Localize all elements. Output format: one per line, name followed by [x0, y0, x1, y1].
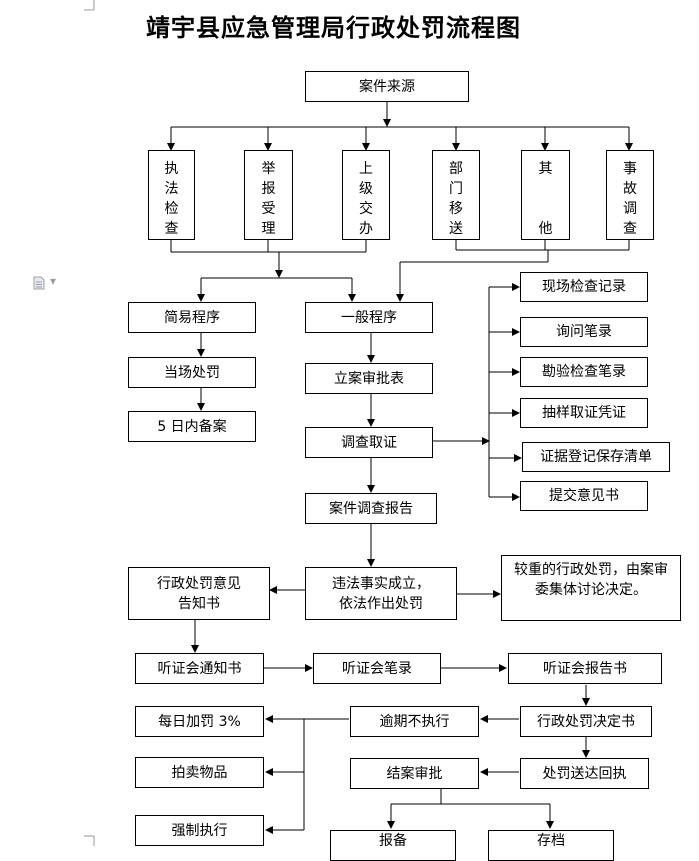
- node-delivery-receipt: 处罚送达回执: [520, 758, 649, 789]
- node-evidence-registry: 证据登记保存清单: [522, 442, 670, 472]
- node-evidence-opinion: 提交意见书: [520, 481, 648, 511]
- node-general-procedure: 一般程序: [305, 302, 433, 333]
- node-serious-penalty: 较重的行政处罚，由案审 委集体讨论决定。: [501, 555, 681, 621]
- node-source-superior: 上级交办: [342, 150, 390, 240]
- node-hearing-report: 听证会报告书: [508, 653, 662, 684]
- node-case-approval: 立案审批表: [305, 363, 433, 394]
- node-source-law-enforcement: 执法检查: [148, 150, 195, 240]
- node-source-accident: 事故调查: [606, 150, 654, 240]
- node-evidence-inquiry: 询问笔录: [520, 317, 648, 347]
- node-evidence-site-record: 现场检查记录: [520, 272, 648, 302]
- node-penalty-notice: 行政处罚意见 告知书: [128, 567, 270, 620]
- dropdown-caret-icon[interactable]: ▾: [50, 274, 57, 288]
- node-evidence-inspection: 勘验检查笔录: [520, 357, 648, 387]
- node-case-source: 案件来源: [305, 71, 469, 102]
- node-source-report: 举报受理: [244, 150, 293, 240]
- node-daily-fine: 每日加罚 3%: [135, 706, 264, 737]
- node-source-other: 其他: [521, 150, 570, 240]
- node-simple-procedure: 简易程序: [128, 302, 256, 333]
- page-title: 靖宇县应急管理局行政处罚流程图: [146, 14, 521, 42]
- document-icon[interactable]: ▾: [32, 274, 60, 290]
- node-hearing-notice: 听证会通知书: [135, 653, 264, 684]
- node-5day-filing: 5 日内备案: [128, 411, 256, 442]
- node-investigation: 调查取证: [305, 427, 433, 458]
- node-onsite-penalty: 当场处罚: [128, 357, 256, 388]
- node-source-transfer: 部门移送: [432, 150, 480, 240]
- node-evidence-sampling: 抽样取证凭证: [520, 398, 648, 428]
- node-hearing-record: 听证会笔录: [313, 653, 441, 684]
- node-overdue: 逾期不执行: [350, 706, 479, 737]
- node-violation-established: 违法事实成立， 依法作出处罚: [305, 567, 457, 620]
- node-investigation-report: 案件调查报告: [305, 493, 437, 524]
- node-enforcement: 强制执行: [135, 815, 264, 846]
- node-penalty-decision: 行政处罚决定书: [520, 706, 652, 737]
- node-case-closing: 结案审批: [350, 758, 479, 789]
- node-auction: 拍卖物品: [135, 757, 264, 788]
